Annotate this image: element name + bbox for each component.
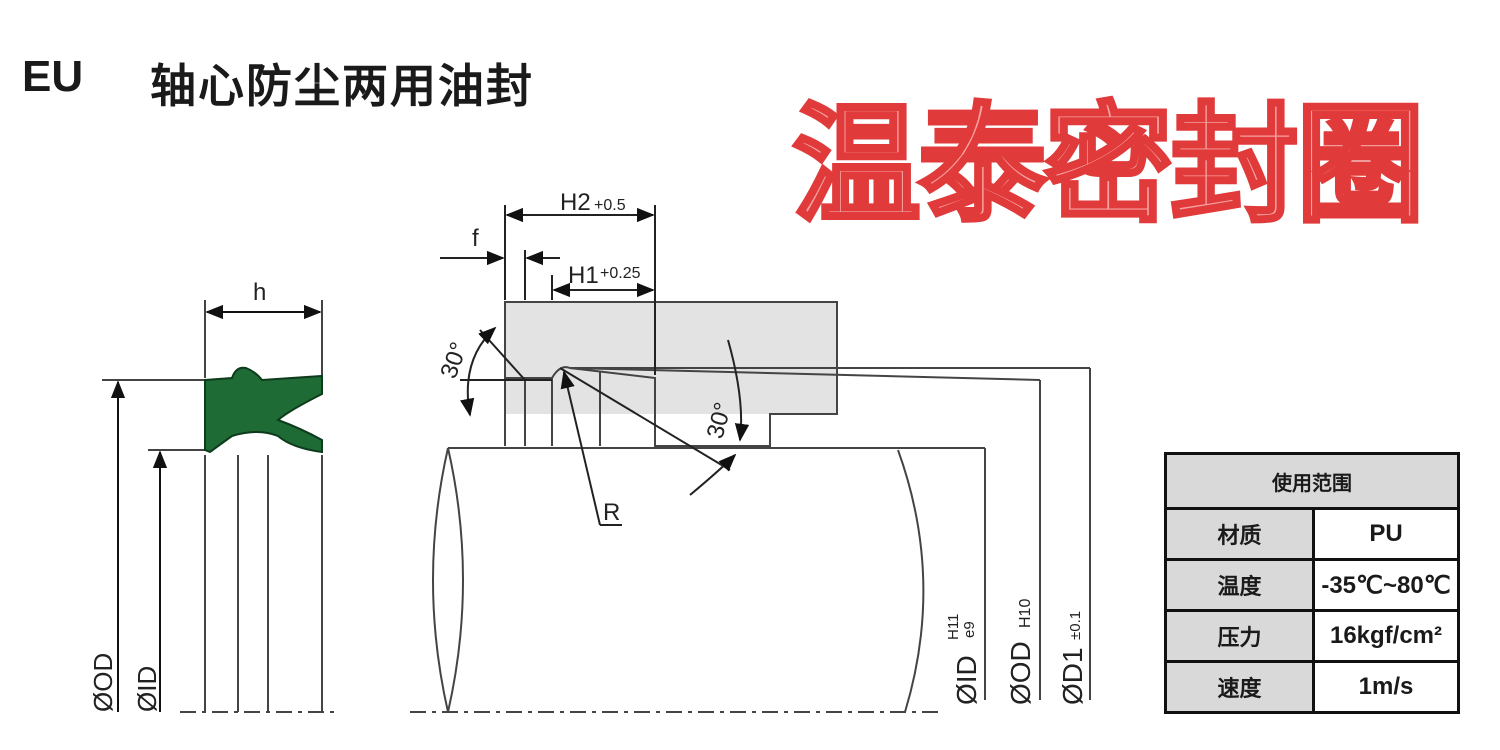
row-value: -35℃~80℃ [1312,558,1460,612]
product-code: EU [22,52,84,101]
row-key: 速度 [1164,660,1315,714]
row-value: PU [1312,507,1460,561]
row-value: 1m/s [1312,660,1460,714]
company-watermark: 温泰密封圈 [790,89,1426,242]
table-header-row: 使用范围 [1164,452,1460,510]
row-key: 压力 [1164,609,1315,663]
housing-bore-lines [504,367,1091,700]
table-heading: 使用范围 [1164,452,1460,510]
row-key: 材质 [1164,507,1315,561]
dim-h2-label: H2 [560,189,591,216]
angle-left-label: 30° [435,339,473,382]
dim-h2-tolerance: +0.5 [594,197,626,214]
table-row: 温度 -35℃~80℃ [1164,558,1460,612]
row-key: 温度 [1164,558,1315,612]
dim-h1-label: H1 [568,262,599,289]
radius-label: R [603,499,620,526]
seal-profile-shape [204,366,323,454]
dim-od-right-label: ØOD [1005,641,1036,705]
seal-cross-section [102,300,340,713]
dim-h-label: h [253,279,266,306]
dim-id-left-label: ØID [132,666,162,712]
table-row: 速度 1m/s [1164,660,1460,714]
top-dimensions [440,205,656,526]
usage-range-table: 使用范围 材质 PU 温度 -35℃~80℃ 压力 16kgf/cm² 速度 1… [1164,452,1460,714]
dim-id-right-tol-top: H11 [945,614,962,640]
table-row: 压力 16kgf/cm² [1164,609,1460,663]
table-row: 材质 PU [1164,507,1460,561]
row-value: 16kgf/cm² [1312,609,1460,663]
shaft-cylinder [410,447,985,713]
dim-h1-tolerance: +0.25 [600,265,641,282]
groove-housing [504,301,838,447]
dim-d1-label: ØD1 [1057,647,1088,705]
dim-d1-tol: ±0.1 [1067,611,1084,640]
chamfer-angles [460,326,750,496]
product-name: 轴心防尘两用油封 [150,59,534,113]
dim-od-left-label: ØOD [88,653,118,712]
dim-od-right-tol: H10 [1017,599,1034,628]
dim-id-right-tol-bottom: e9 [961,621,978,638]
dim-id-right-label: ØID [951,655,982,705]
dim-f-label: f [472,225,479,252]
